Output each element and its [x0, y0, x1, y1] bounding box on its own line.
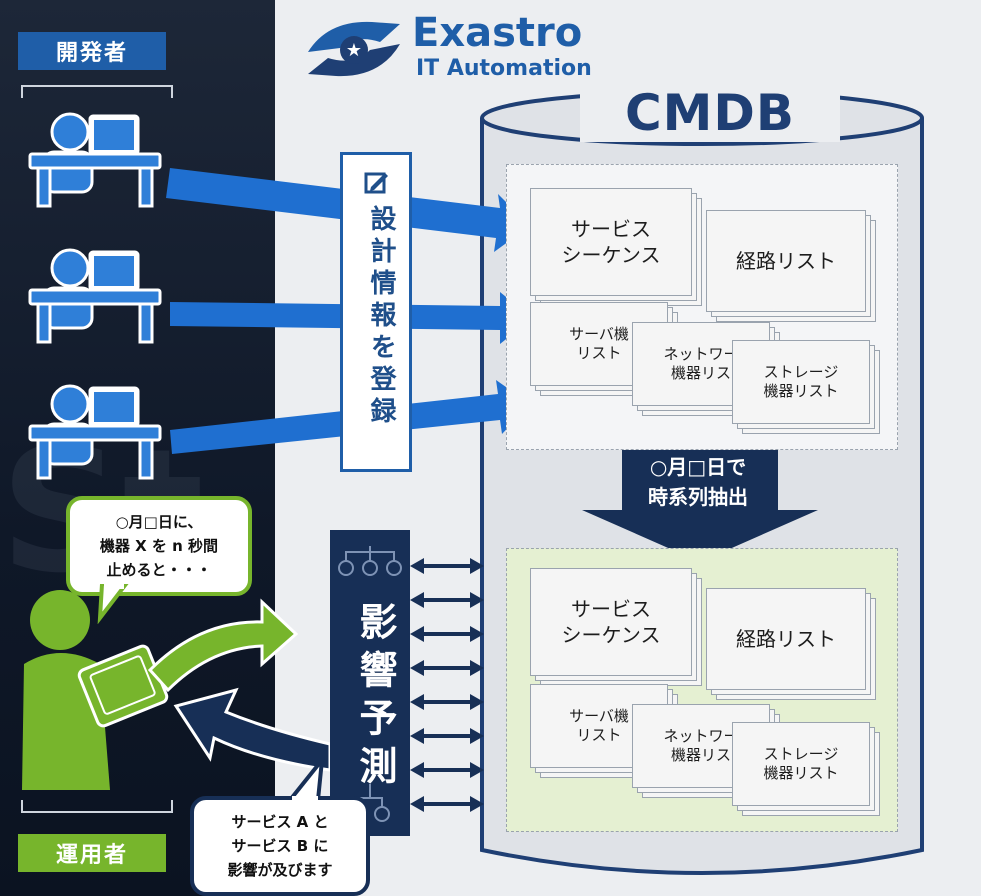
impact-return-arrow — [173, 687, 332, 772]
register-design-info-text: 設計情報を登録 — [366, 205, 396, 429]
exastro-logo-icon: ★ — [308, 21, 400, 77]
developer-icon — [28, 112, 162, 480]
service-sequence-card: サービスシーケンス — [530, 188, 692, 296]
svg-text:★: ★ — [346, 40, 362, 61]
operator-icon — [22, 590, 169, 790]
impact-prediction-label: 影響予測 — [330, 530, 410, 836]
extract-label: ○月□日で 時系列抽出 — [648, 455, 748, 509]
logo: ★ Exastro IT Automation — [300, 8, 600, 88]
storage-device-list-card: ストレージ機器リスト — [732, 340, 870, 424]
operator-bracket — [21, 800, 173, 813]
operator-query-arrow — [147, 598, 299, 693]
developer-bracket — [21, 85, 173, 98]
route-list-card: 経路リスト — [706, 588, 866, 690]
answer-bubble-tail — [287, 756, 325, 800]
operator-role-label: 運用者 — [18, 834, 166, 872]
cmdb-title: CMDB — [624, 84, 796, 142]
extract-arrow — [582, 440, 818, 562]
question-bubble-tail — [97, 584, 129, 624]
impact-answer-bubble: サービス A と サービス B に 影響が及びます — [190, 796, 370, 896]
network-icon — [338, 546, 402, 576]
route-list-card: 経路リスト — [706, 210, 866, 312]
logo-name: Exastro — [412, 10, 583, 56]
service-sequence-card: サービスシーケンス — [530, 568, 692, 676]
edit-icon — [364, 172, 388, 194]
storage-device-list-card: ストレージ機器リスト — [732, 722, 870, 806]
logo-subtitle: IT Automation — [416, 56, 592, 81]
bidirectional-arrows — [410, 558, 484, 812]
impact-prediction-text: 影響予測 — [353, 602, 397, 794]
developer-role-label: 開発者 — [18, 32, 166, 70]
operator-question-bubble: ○月□日に、 機器 X を n 秒間 止めると・・・ — [66, 496, 252, 596]
register-design-info-label: 設計情報を登録 — [340, 152, 412, 472]
